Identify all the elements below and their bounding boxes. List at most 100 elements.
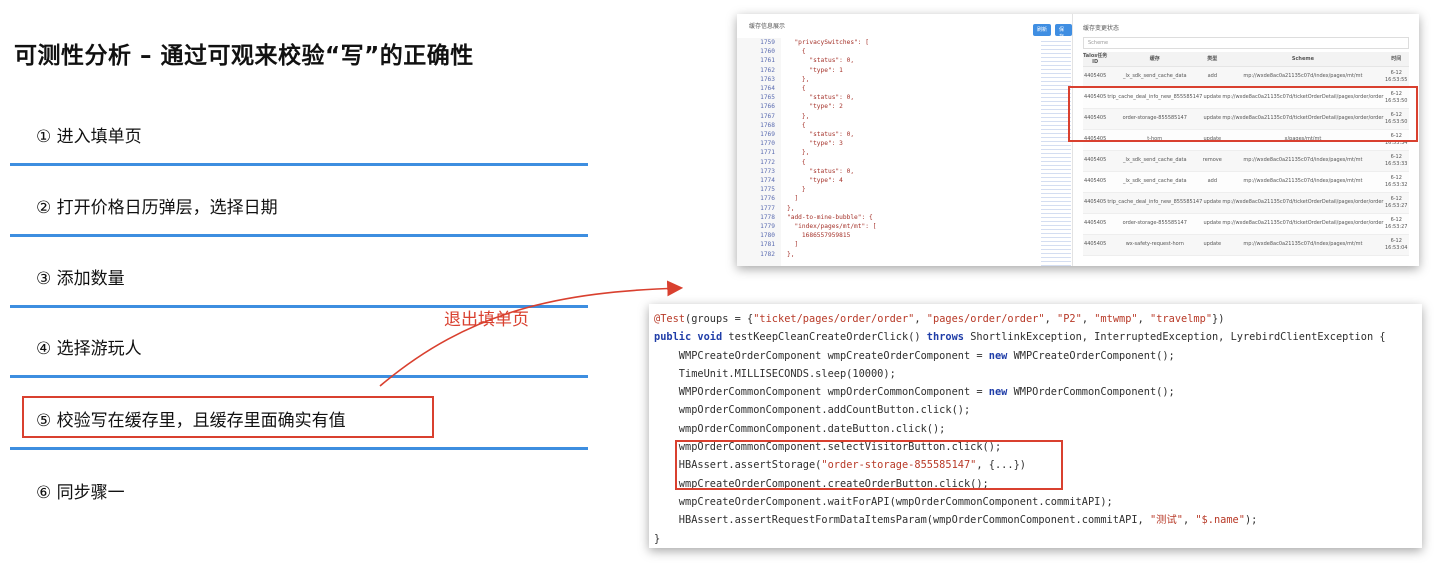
line-number: 1777: [760, 204, 775, 212]
json-source: "privacySwitches": [ { "status": 0, "typ…: [787, 38, 876, 259]
code-token: WMPCreateOrderComponent();: [1007, 349, 1175, 362]
code-string: "pages/order/order": [926, 313, 1045, 325]
code-token: ,: [1182, 514, 1196, 527]
line-number: 1763: [760, 75, 775, 83]
table-cell-cache: order-storage-855585147: [1107, 108, 1203, 130]
code-keyword: public: [654, 331, 692, 344]
line-number: 1768: [760, 121, 775, 129]
table-cell-time: 6-12 16:53:27: [1383, 213, 1409, 235]
table-cell-type: update: [1202, 192, 1223, 214]
column-header: 时间: [1383, 52, 1409, 67]
code-line: wmpOrderCommonComponent.addCountButton.c…: [654, 404, 971, 417]
table-cell-id: 4405405: [1083, 87, 1108, 109]
step-label: ⑤ 校验写在缓存里，且缓存里面确实有值: [36, 411, 346, 431]
column-header: 类型: [1202, 52, 1223, 67]
table-cell-scheme: x/pages/mt/mt: [1222, 129, 1384, 151]
code-keyword: throws: [926, 331, 964, 344]
json-line: 1686557959815: [787, 232, 851, 240]
json-line: "status": 0,: [787, 167, 855, 175]
code-string: "ticket/pages/order/order": [753, 313, 915, 325]
step-label: ⑥ 同步骤一: [36, 483, 125, 503]
code-string: "order-storage-855585147": [821, 459, 977, 472]
line-number: 1769: [760, 131, 775, 139]
step-2: ② 打开价格日历弹层，选择日期: [10, 167, 588, 237]
table-cell-type: update: [1202, 213, 1223, 235]
step-3: ③ 添加数量: [10, 238, 588, 308]
code-token: HBAssert.assertRequestFormDataItemsParam…: [654, 514, 1150, 527]
cache-change-table: Talos任务ID 缓存 类型 Scheme 时间 4405405_lx_sdk…: [1083, 52, 1409, 256]
code-highlight-box: [675, 440, 1063, 490]
code-string: "测试": [1149, 514, 1183, 527]
table-cell-id: 4405405: [1083, 171, 1108, 193]
table-cell-type: add: [1202, 171, 1223, 193]
table-cell-type: update: [1202, 129, 1223, 151]
table-cell-id: 4405405: [1083, 108, 1108, 130]
code-token: ShortlinkException, InterruptedException…: [964, 331, 1386, 344]
line-number: 1764: [760, 85, 775, 93]
line-number: 1781: [760, 241, 775, 249]
cache-info-title: 缓存信息展示: [749, 23, 786, 30]
table-cell-id: 4405405: [1083, 213, 1108, 235]
table-cell-time: 6-12 16:53:50: [1383, 108, 1409, 130]
json-line: {: [787, 48, 806, 56]
code-keyword: new: [988, 349, 1008, 362]
step-divider: [10, 375, 588, 378]
step-5: ⑤ 校验写在缓存里，且缓存里面确实有值: [10, 380, 588, 450]
minimap: [1041, 38, 1071, 266]
json-line: "index/pages/mt/mt": [: [787, 223, 877, 231]
cache-change-pane: 缓存变更状态 Scheme Talos任务ID 缓存 类型 Scheme 时间 …: [1077, 14, 1419, 266]
step-1: ① 进入填单页: [10, 96, 588, 166]
table-cell-cache: trip_cache_deal_info_new_855585147: [1107, 87, 1203, 109]
step-divider: [10, 163, 588, 166]
scheme-search-input[interactable]: Scheme: [1083, 37, 1409, 49]
line-number: 1765: [760, 94, 775, 102]
table-cell-cache: trip_cache_deal_info_new_855585147: [1107, 192, 1203, 214]
line-number: 1767: [760, 112, 775, 120]
code-line: wmpOrderCommonComponent.selectVisitorBut…: [654, 441, 1002, 454]
cache-change-title: 缓存变更状态: [1083, 25, 1120, 32]
table-cell-time: 6-12 16:53:27: [1383, 192, 1409, 214]
cache-highlight-box: [1068, 86, 1418, 142]
line-number: 1775: [760, 186, 775, 194]
table-cell-scheme: mp://wxde8ac0a21135c07d/index/pages/mt/m…: [1222, 150, 1384, 172]
column-header: 缓存: [1107, 52, 1203, 67]
table-cell-type: update: [1202, 234, 1223, 256]
save-button[interactable]: 保存: [1055, 24, 1072, 40]
refresh-button[interactable]: 刷新: [1033, 24, 1052, 36]
code-line: TimeUnit.MILLISECONDS.sleep(10000);: [654, 367, 896, 380]
step-divider: [10, 305, 588, 308]
table-cell-time: 6-12 16:53:50: [1383, 87, 1409, 109]
line-number: 1762: [760, 66, 775, 74]
code-token: );: [1244, 514, 1258, 527]
table-cell-cache: _lx_sdk_send_cache_data: [1107, 150, 1203, 172]
json-line: "type": 3: [787, 140, 843, 148]
line-number: 1774: [760, 177, 775, 185]
table-cell-cache: t-horn: [1107, 129, 1203, 151]
table-cell-scheme: mp://wxde8ac0a21135c07d/ticketOrderDetai…: [1222, 87, 1384, 109]
code-token: (groups = {: [685, 313, 754, 325]
json-line: {: [787, 158, 806, 166]
json-line: "type": 2: [787, 103, 843, 111]
step-divider: [10, 234, 588, 237]
table-cell-type: update: [1202, 108, 1223, 130]
json-line: "add-to-mine-bubble": {: [787, 213, 873, 221]
line-number: 1761: [760, 57, 775, 65]
code-line: wmpCreateOrderComponent.waitForAPI(wmpOr…: [654, 495, 1113, 508]
line-number: 1759: [760, 39, 775, 46]
json-line: {: [787, 121, 806, 129]
table-cell-time: 6-12 16:53:34: [1383, 129, 1409, 151]
step-label: ② 打开价格日历弹层，选择日期: [36, 198, 278, 218]
code-string: "travelmp": [1150, 313, 1213, 325]
code-token: WMPOrderCommonComponent();: [1007, 386, 1175, 399]
line-number: 1778: [760, 213, 775, 221]
